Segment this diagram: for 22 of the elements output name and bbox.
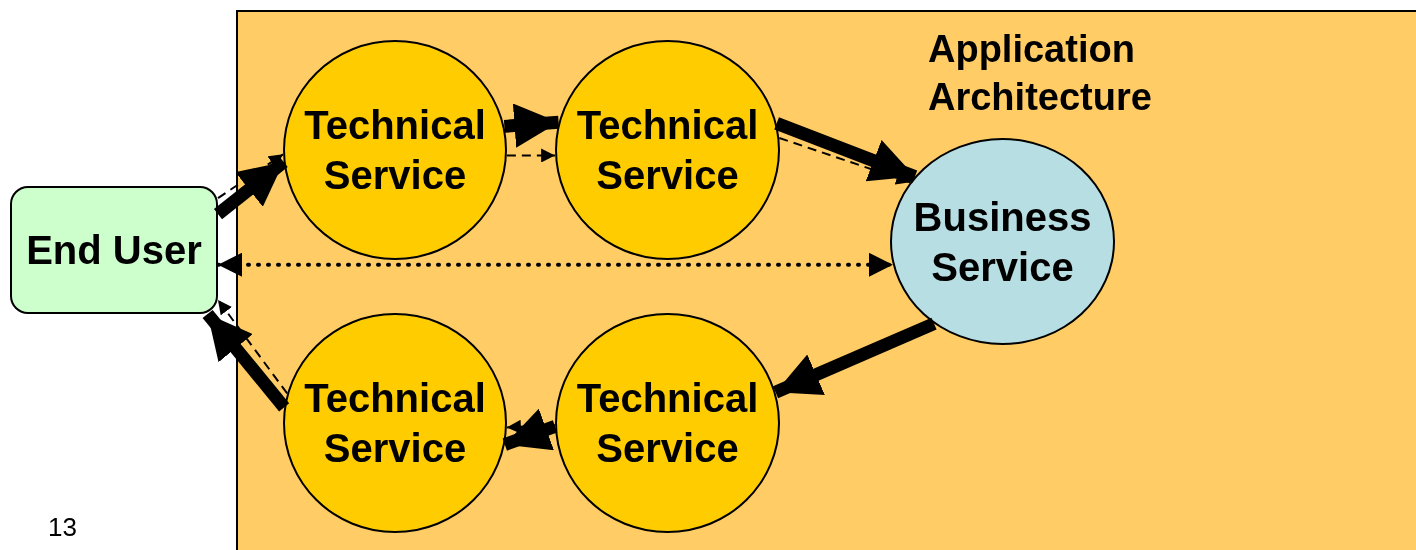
node-label: Business Service [912,193,1093,291]
arrow [213,156,288,220]
node-label: End User [26,227,202,274]
node-label: Technical Service [303,102,487,199]
arrow [503,103,560,148]
arrow [774,117,918,183]
arrow [772,317,937,399]
page-number: 13 [48,512,77,543]
arrow [202,309,290,412]
actor-box [10,186,218,314]
arrow [505,419,556,434]
architecture-area [236,10,1416,550]
node-label: Technical Service [575,375,760,472]
node-label: Technical Service [575,102,760,199]
arrow [505,148,557,163]
arrow [216,252,895,277]
area-title: Application Architecture [928,27,1153,120]
arrow [217,298,289,395]
arrow [778,136,912,185]
arrow [217,153,285,200]
arrow [502,408,558,451]
node-label: Technical Service [303,375,487,472]
